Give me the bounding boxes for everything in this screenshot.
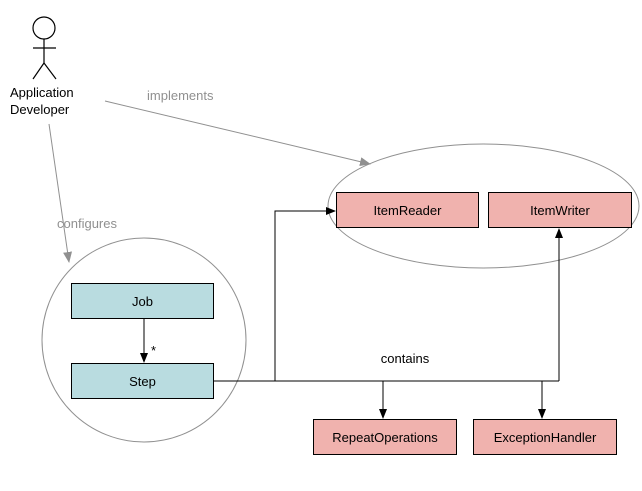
node-itemreader-label: ItemReader: [373, 202, 442, 218]
configures-label: configures: [57, 216, 117, 231]
implements-arrow: [104, 100, 371, 167]
node-itemwriter: ItemWriter: [488, 192, 632, 228]
node-step: Step: [71, 363, 214, 399]
contains-label: contains: [380, 351, 430, 366]
step-to-itemreader-arrow: [274, 207, 336, 381]
node-step-label: Step: [129, 373, 156, 389]
node-exceptionhandler: ExceptionHandler: [473, 419, 617, 455]
node-repeatoperations-label: RepeatOperations: [332, 429, 438, 445]
node-job: Job: [71, 283, 214, 319]
configures-arrow: [48, 123, 73, 263]
node-exceptionhandler-label: ExceptionHandler: [493, 429, 597, 445]
node-itemreader: ItemReader: [336, 192, 479, 228]
configuration-circle-boundary: [41, 237, 247, 443]
node-repeatoperations: RepeatOperations: [313, 419, 457, 455]
node-itemwriter-label: ItemWriter: [530, 202, 590, 218]
actor-icon: [32, 16, 57, 80]
actor-label: Application Developer: [10, 85, 74, 117]
node-job-label: Job: [132, 293, 153, 309]
multiplicity-label: *: [151, 343, 157, 358]
implements-label: implements: [147, 88, 214, 103]
io-ellipse-boundary: [327, 143, 640, 269]
